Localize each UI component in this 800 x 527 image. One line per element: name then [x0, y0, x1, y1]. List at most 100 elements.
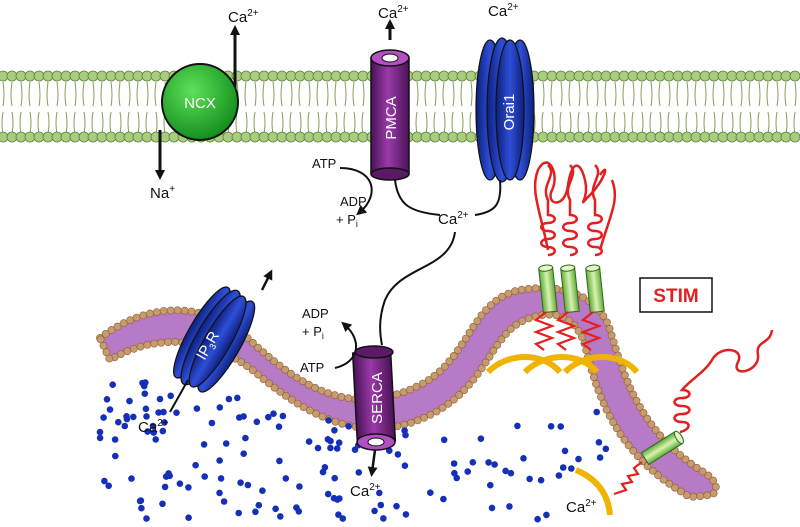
lipid-head-icon: [114, 70, 126, 82]
lipid-head-icon: [33, 131, 45, 143]
lipid-head-icon: [717, 131, 729, 143]
lipid-head-icon: [726, 131, 738, 143]
lipid-head-icon: [294, 70, 306, 82]
lipid-head-icon: [285, 131, 297, 143]
calcium-dot-icon: [159, 500, 166, 508]
lipid-head-icon: [123, 131, 135, 143]
calcium-dot-icon: [185, 514, 192, 521]
calcium-dot-icon: [208, 419, 216, 427]
calcium-dot-icon: [440, 436, 448, 444]
calcium-dot-icon: [469, 459, 477, 466]
lipid-head-icon: [699, 70, 711, 82]
lipid-head-icon: [681, 70, 693, 82]
ip3r-ca-label: Ca2+: [138, 418, 169, 436]
calcium-dot-icon: [265, 413, 272, 421]
calcium-dot-icon: [380, 515, 387, 522]
lipid-head-icon: [663, 131, 675, 143]
calcium-dot-icon: [100, 414, 107, 421]
cyto-ca-label: Ca2+: [438, 210, 469, 228]
calcium-dot-icon: [160, 408, 167, 416]
lipid-head-icon: [87, 70, 99, 82]
calcium-dot-icon: [319, 468, 327, 476]
lipid-head-icon: [591, 70, 603, 82]
lipid-head-icon: [681, 131, 693, 143]
lipid-head-icon: [15, 70, 27, 82]
lipid-head-icon: [132, 70, 144, 82]
calcium-dot-icon: [139, 379, 146, 387]
lipid-head-icon: [24, 70, 36, 82]
lipid-head-icon: [699, 131, 711, 143]
lipid-head-icon: [465, 131, 477, 143]
lipid-head-icon: [321, 70, 333, 82]
calcium-dot-icon: [96, 434, 104, 442]
lipid-head-icon: [429, 131, 441, 143]
lipid-head-icon: [249, 70, 261, 82]
calcium-dot-icon: [141, 390, 149, 398]
lipid-head-icon: [582, 70, 594, 82]
calcium-dot-icon: [192, 461, 199, 469]
calcium-dot-icon: [240, 450, 247, 458]
lipid-head-icon: [141, 131, 153, 143]
calcium-dot-icon: [152, 436, 159, 443]
lipid-head-icon: [51, 131, 63, 143]
lipid-head-icon: [537, 70, 549, 82]
calcium-dot-icon: [253, 418, 261, 426]
calcium-dot-icon: [520, 455, 527, 462]
lipid-head-icon: [141, 70, 153, 82]
lipid-head-icon: [33, 70, 45, 82]
lipid-head-icon: [753, 131, 765, 143]
lipid-head-icon: [69, 131, 81, 143]
calcium-dot-icon: [121, 422, 129, 430]
lipid-head-icon: [600, 70, 612, 82]
calcium-dot-icon: [331, 474, 339, 482]
lipid-head-icon: [780, 70, 792, 82]
lipid-head-icon: [285, 70, 297, 82]
calcium-dot-icon: [296, 483, 303, 490]
lipid-head-icon: [429, 70, 441, 82]
er-lumen-calcium: [96, 379, 610, 523]
lipid-head-icon: [762, 70, 774, 82]
calcium-dot-icon: [103, 396, 111, 403]
calcium-dot-icon: [143, 515, 150, 522]
calcium-dot-icon: [450, 460, 458, 467]
lipid-head-icon: [114, 131, 126, 143]
calcium-dot-icon: [185, 484, 192, 491]
calcium-dot-icon: [126, 397, 133, 405]
calcium-dot-icon: [402, 511, 410, 518]
lipid-head-icon: [60, 70, 72, 82]
lipid-head-icon: [411, 131, 423, 143]
lipid-head-icon: [51, 70, 63, 82]
lipid-head-icon: [438, 131, 450, 143]
calcium-dot-icon: [161, 483, 169, 491]
lipid-head-icon: [420, 70, 432, 82]
calcium-dot-icon: [526, 475, 533, 483]
lipid-head-icon: [411, 70, 423, 82]
lipid-head-icon: [330, 131, 342, 143]
calcium-dot-icon: [161, 419, 168, 426]
lipid-head-icon: [690, 131, 702, 143]
lipid-head-icon: [564, 70, 576, 82]
lipid-head-icon: [789, 131, 800, 143]
calcium-dot-icon: [596, 454, 604, 461]
calcium-dot-icon: [327, 444, 334, 452]
calcium-dot-icon: [537, 476, 545, 484]
lipid-head-icon: [744, 70, 756, 82]
lipid-head-icon: [708, 131, 720, 143]
lumen-ca-label: Ca2+: [566, 498, 597, 516]
calcium-dot-icon: [176, 480, 184, 488]
lipid-head-icon: [546, 70, 558, 82]
lipid-head-icon: [312, 131, 324, 143]
lipid-head-icon: [654, 70, 666, 82]
lipid-head-icon: [789, 70, 800, 82]
calcium-dot-icon: [324, 436, 332, 443]
lipid-head-icon: [537, 131, 549, 143]
calcium-dot-icon: [201, 473, 208, 480]
lipid-head-icon: [780, 131, 792, 143]
calcium-dot-icon: [109, 381, 116, 389]
lipid-head-icon: [636, 70, 648, 82]
lipid-head-icon: [573, 70, 585, 82]
lipid-head-icon: [762, 131, 774, 143]
calcium-dot-icon: [142, 405, 150, 413]
calcium-dot-icon: [331, 427, 338, 434]
orai-label: Orai1: [501, 94, 518, 131]
